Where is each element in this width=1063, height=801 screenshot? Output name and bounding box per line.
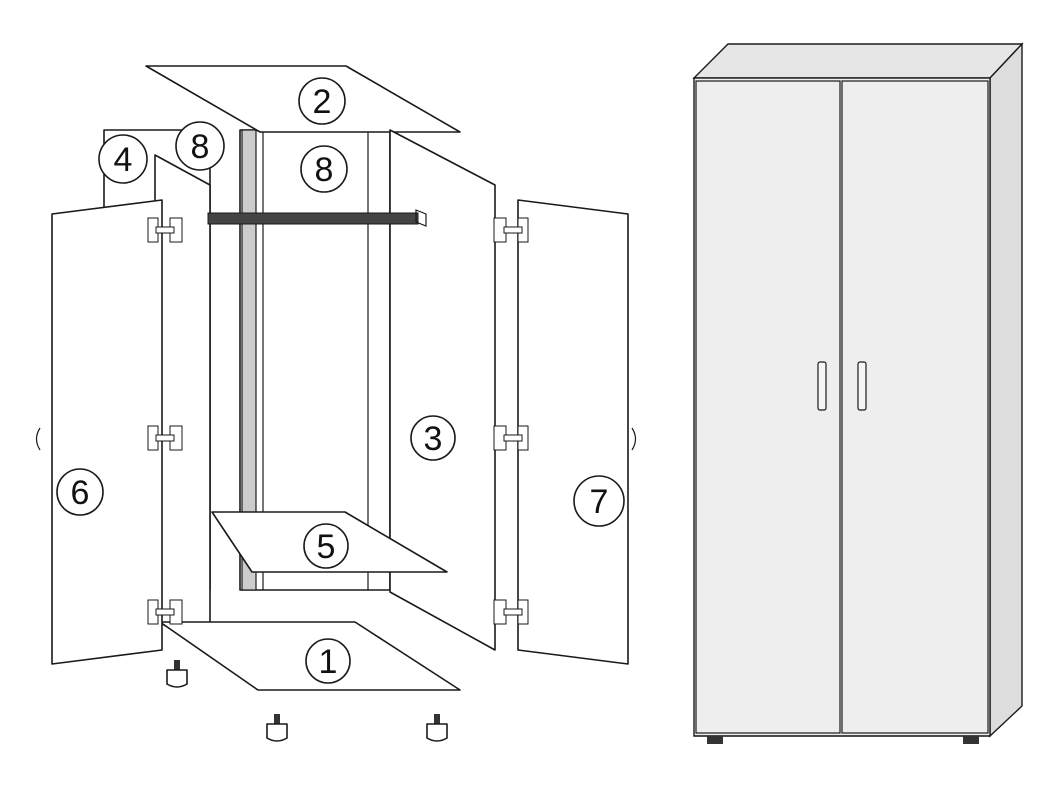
callout-5: 5 <box>303 523 349 569</box>
right-door-handle-icon <box>631 427 637 451</box>
exploded-view: 1 2 3 4 5 6 7 8 <box>35 65 637 742</box>
left-door-handle-icon <box>35 427 41 451</box>
svg-text:8: 8 <box>191 128 210 166</box>
callout-3: 3 <box>410 415 456 461</box>
foot-icon <box>266 714 288 742</box>
hinge-icon <box>493 425 529 451</box>
carcass-frame <box>239 129 391 591</box>
wardrobe-door-left <box>695 80 841 734</box>
right-side-panel <box>389 129 496 651</box>
svg-text:6: 6 <box>71 474 90 512</box>
svg-text:2: 2 <box>313 83 332 121</box>
svg-text:5: 5 <box>317 528 336 566</box>
svg-text:4: 4 <box>114 141 133 179</box>
wardrobe-top <box>692 43 1024 79</box>
left-door <box>35 199 163 665</box>
wardrobe-handle-right-icon <box>857 361 867 411</box>
callout-2: 2 <box>298 77 346 125</box>
center-back-strip <box>241 129 257 591</box>
hinge-icon <box>147 599 183 625</box>
foot-icon <box>426 714 448 742</box>
hanging-rail <box>207 209 427 227</box>
callout-6: 6 <box>56 468 104 516</box>
wardrobe-handle-left-icon <box>817 361 827 411</box>
callout-4: 4 <box>98 134 148 184</box>
assembled-wardrobe <box>692 42 1024 744</box>
svg-text:7: 7 <box>590 483 609 521</box>
svg-text:1: 1 <box>319 643 338 681</box>
callout-1: 1 <box>305 638 351 684</box>
callout-8-right: 8 <box>300 145 348 193</box>
feet <box>166 660 448 742</box>
callout-7: 7 <box>573 475 625 527</box>
hinge-icon <box>147 217 183 243</box>
hinge-icon <box>147 425 183 451</box>
foot-icon <box>166 660 188 688</box>
svg-text:8: 8 <box>315 151 334 189</box>
svg-text:3: 3 <box>424 420 443 458</box>
wardrobe-side <box>989 42 1023 738</box>
hinges-left <box>147 217 183 625</box>
right-door <box>517 199 637 665</box>
hinge-icon <box>493 599 529 625</box>
callout-8-left: 8 <box>175 121 225 171</box>
hinges-right <box>493 217 529 625</box>
hinge-icon <box>493 217 529 243</box>
wardrobe-foot-left <box>707 736 723 744</box>
wardrobe-foot-right <box>963 736 979 744</box>
